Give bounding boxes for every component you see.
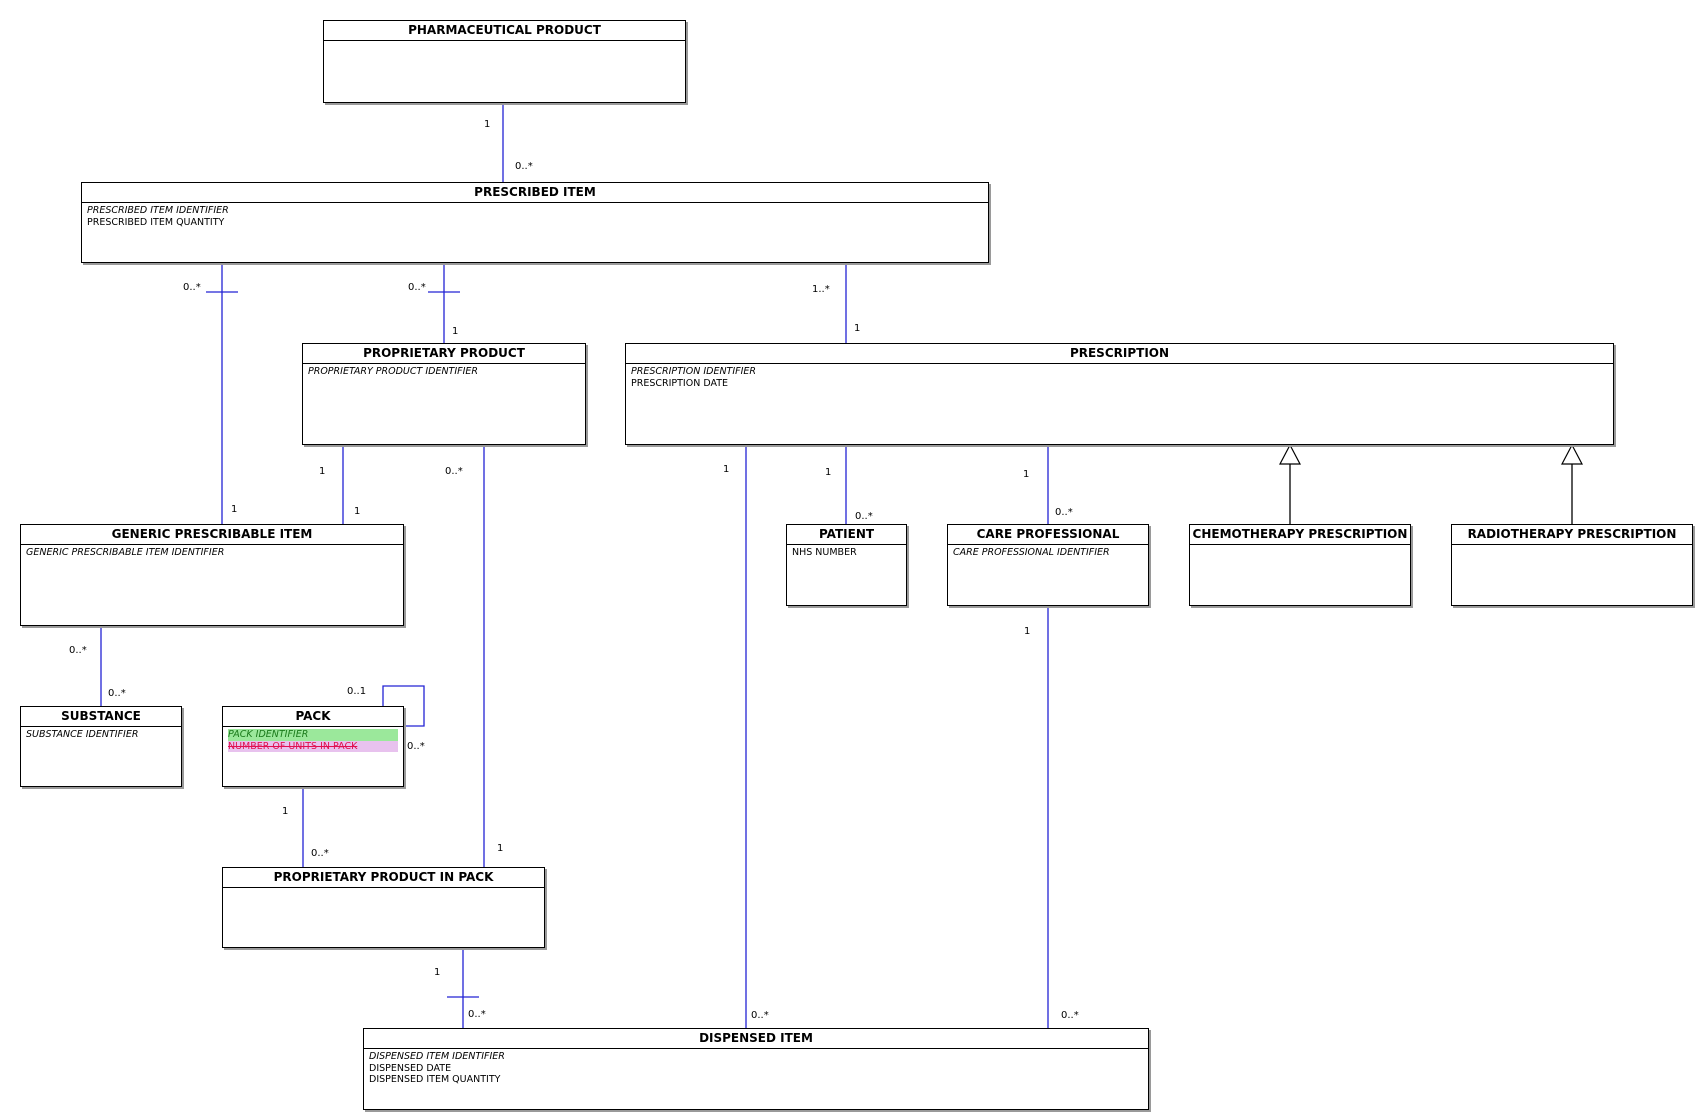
entity-title: CARE PROFESSIONAL — [948, 525, 1148, 545]
attribute: DISPENSED ITEM QUANTITY — [369, 1074, 501, 1085]
attribute: DISPENSED DATE — [369, 1062, 452, 1074]
entity-radiotherapy-prescription[interactable]: RADIOTHERAPY PRESCRIPTION — [1451, 524, 1693, 606]
multiplicity-label: 0..* — [1061, 1010, 1079, 1021]
assoc-pack-self — [382, 685, 425, 727]
attribute: PROPRIETARY PRODUCT IDENTIFIER — [308, 366, 479, 377]
multiplicity-label: 1 — [723, 464, 730, 475]
entity-attributes: CARE PROFESSIONAL IDENTIFIER — [948, 545, 1148, 561]
attribute: PRESCRIBED ITEM IDENTIFIER — [87, 205, 229, 216]
generalization-arrow-radiotherapy — [1561, 443, 1583, 465]
multiplicity-label: 0..* — [69, 645, 87, 656]
multiplicity-label: 1 — [1023, 469, 1030, 480]
multiplicity-label: 1 — [825, 467, 832, 478]
entity-pharmaceutical-product[interactable]: PHARMACEUTICAL PRODUCT — [323, 20, 686, 103]
attribute: CARE PROFESSIONAL IDENTIFIER — [953, 547, 1110, 558]
entity-attributes: SUBSTANCE IDENTIFIER — [21, 727, 181, 743]
attribute-removed: NUMBER OF UNITS IN PACK — [228, 740, 398, 752]
entity-title: PROPRIETARY PRODUCT IN PACK — [223, 868, 544, 888]
entity-proprietary-product-in-pack[interactable]: PROPRIETARY PRODUCT IN PACK — [222, 867, 545, 948]
entity-title: RADIOTHERAPY PRESCRIPTION — [1452, 525, 1692, 545]
multiplicity-label: 1 — [282, 806, 289, 817]
entity-patient[interactable]: PATIENT NHS NUMBER — [786, 524, 907, 606]
attribute: PRESCRIBED ITEM QUANTITY — [87, 216, 225, 228]
entity-proprietary-product[interactable]: PROPRIETARY PRODUCT PROPRIETARY PRODUCT … — [302, 343, 586, 445]
multiplicity-label: 0..* — [468, 1009, 486, 1020]
entity-attributes: PRESCRIPTION IDENTIFIER PRESCRIPTION DAT… — [626, 364, 1613, 391]
attribute: PRESCRIPTION IDENTIFIER — [631, 366, 757, 377]
multiplicity-label: 0..* — [751, 1010, 769, 1021]
entity-prescribed-item[interactable]: PRESCRIBED ITEM PRESCRIBED ITEM IDENTIFI… — [81, 182, 989, 263]
multiplicity-label: 0..* — [108, 688, 126, 699]
multiplicity-label: 1 — [434, 967, 441, 978]
attribute: DISPENSED ITEM IDENTIFIER — [369, 1051, 505, 1062]
multiplicity-label: 0..* — [445, 466, 463, 477]
multiplicity-label: 0..* — [515, 161, 533, 172]
entity-care-professional[interactable]: CARE PROFESSIONAL CARE PROFESSIONAL IDEN… — [947, 524, 1149, 606]
multiplicity-label: 0..1 — [347, 686, 367, 697]
entity-attributes: PRESCRIBED ITEM IDENTIFIER PRESCRIBED IT… — [82, 203, 988, 230]
entity-title: DISPENSED ITEM — [364, 1029, 1148, 1049]
multiplicity-label: 1 — [231, 504, 238, 515]
multiplicity-label: 1 — [497, 843, 504, 854]
entity-chemotherapy-prescription[interactable]: CHEMOTHERAPY PRESCRIPTION — [1189, 524, 1411, 606]
multiplicity-label: 1 — [319, 466, 326, 477]
entity-dispensed-item[interactable]: DISPENSED ITEM DISPENSED ITEM IDENTIFIER… — [363, 1028, 1149, 1110]
attribute: NHS NUMBER — [792, 547, 857, 558]
entity-generic-prescribable-item[interactable]: GENERIC PRESCRIBABLE ITEM GENERIC PRESCR… — [20, 524, 404, 626]
multiplicity-label: 1..* — [812, 284, 830, 295]
entity-attributes: GENERIC PRESCRIBABLE ITEM IDENTIFIER — [21, 545, 403, 561]
entity-prescription[interactable]: PRESCRIPTION PRESCRIPTION IDENTIFIER PRE… — [625, 343, 1614, 445]
entity-title: SUBSTANCE — [21, 707, 181, 727]
entity-title: PHARMACEUTICAL PRODUCT — [324, 21, 685, 41]
entity-substance[interactable]: SUBSTANCE SUBSTANCE IDENTIFIER — [20, 706, 182, 787]
multiplicity-label: 1 — [854, 323, 861, 334]
generalization-arrow-chemotherapy — [1279, 443, 1301, 465]
entity-title: CHEMOTHERAPY PRESCRIPTION — [1190, 525, 1410, 545]
entity-title: PRESCRIBED ITEM — [82, 183, 988, 203]
entity-title: PACK — [223, 707, 403, 727]
attribute: SUBSTANCE IDENTIFIER — [26, 729, 139, 740]
entity-title: PROPRIETARY PRODUCT — [303, 344, 585, 364]
entity-pack[interactable]: PACK PACK IDENTIFIER NUMBER OF UNITS IN … — [222, 706, 404, 787]
entity-attributes: PACK IDENTIFIER NUMBER OF UNITS IN PACK — [223, 727, 403, 754]
entity-title: PRESCRIPTION — [626, 344, 1613, 364]
multiplicity-label: 0..* — [1055, 507, 1073, 518]
entity-attributes: NHS NUMBER — [787, 545, 906, 561]
multiplicity-label: 0..* — [408, 282, 426, 293]
entity-attributes: DISPENSED ITEM IDENTIFIER DISPENSED DATE… — [364, 1049, 1148, 1088]
multiplicity-label: 1 — [354, 506, 361, 517]
entity-title: GENERIC PRESCRIBABLE ITEM — [21, 525, 403, 545]
attribute: PRESCRIPTION DATE — [631, 377, 729, 389]
entity-attributes: PROPRIETARY PRODUCT IDENTIFIER — [303, 364, 585, 380]
multiplicity-label: 1 — [484, 119, 491, 130]
multiplicity-label: 0..* — [183, 282, 201, 293]
attribute: GENERIC PRESCRIBABLE ITEM IDENTIFIER — [26, 547, 225, 558]
multiplicity-label: 0..* — [855, 511, 873, 522]
entity-title: PATIENT — [787, 525, 906, 545]
multiplicity-label: 0..* — [311, 848, 329, 859]
multiplicity-label: 1 — [1024, 626, 1031, 637]
multiplicity-label: 0..* — [407, 741, 425, 752]
attribute-added: PACK IDENTIFIER — [228, 729, 398, 741]
multiplicity-label: 1 — [452, 326, 459, 337]
